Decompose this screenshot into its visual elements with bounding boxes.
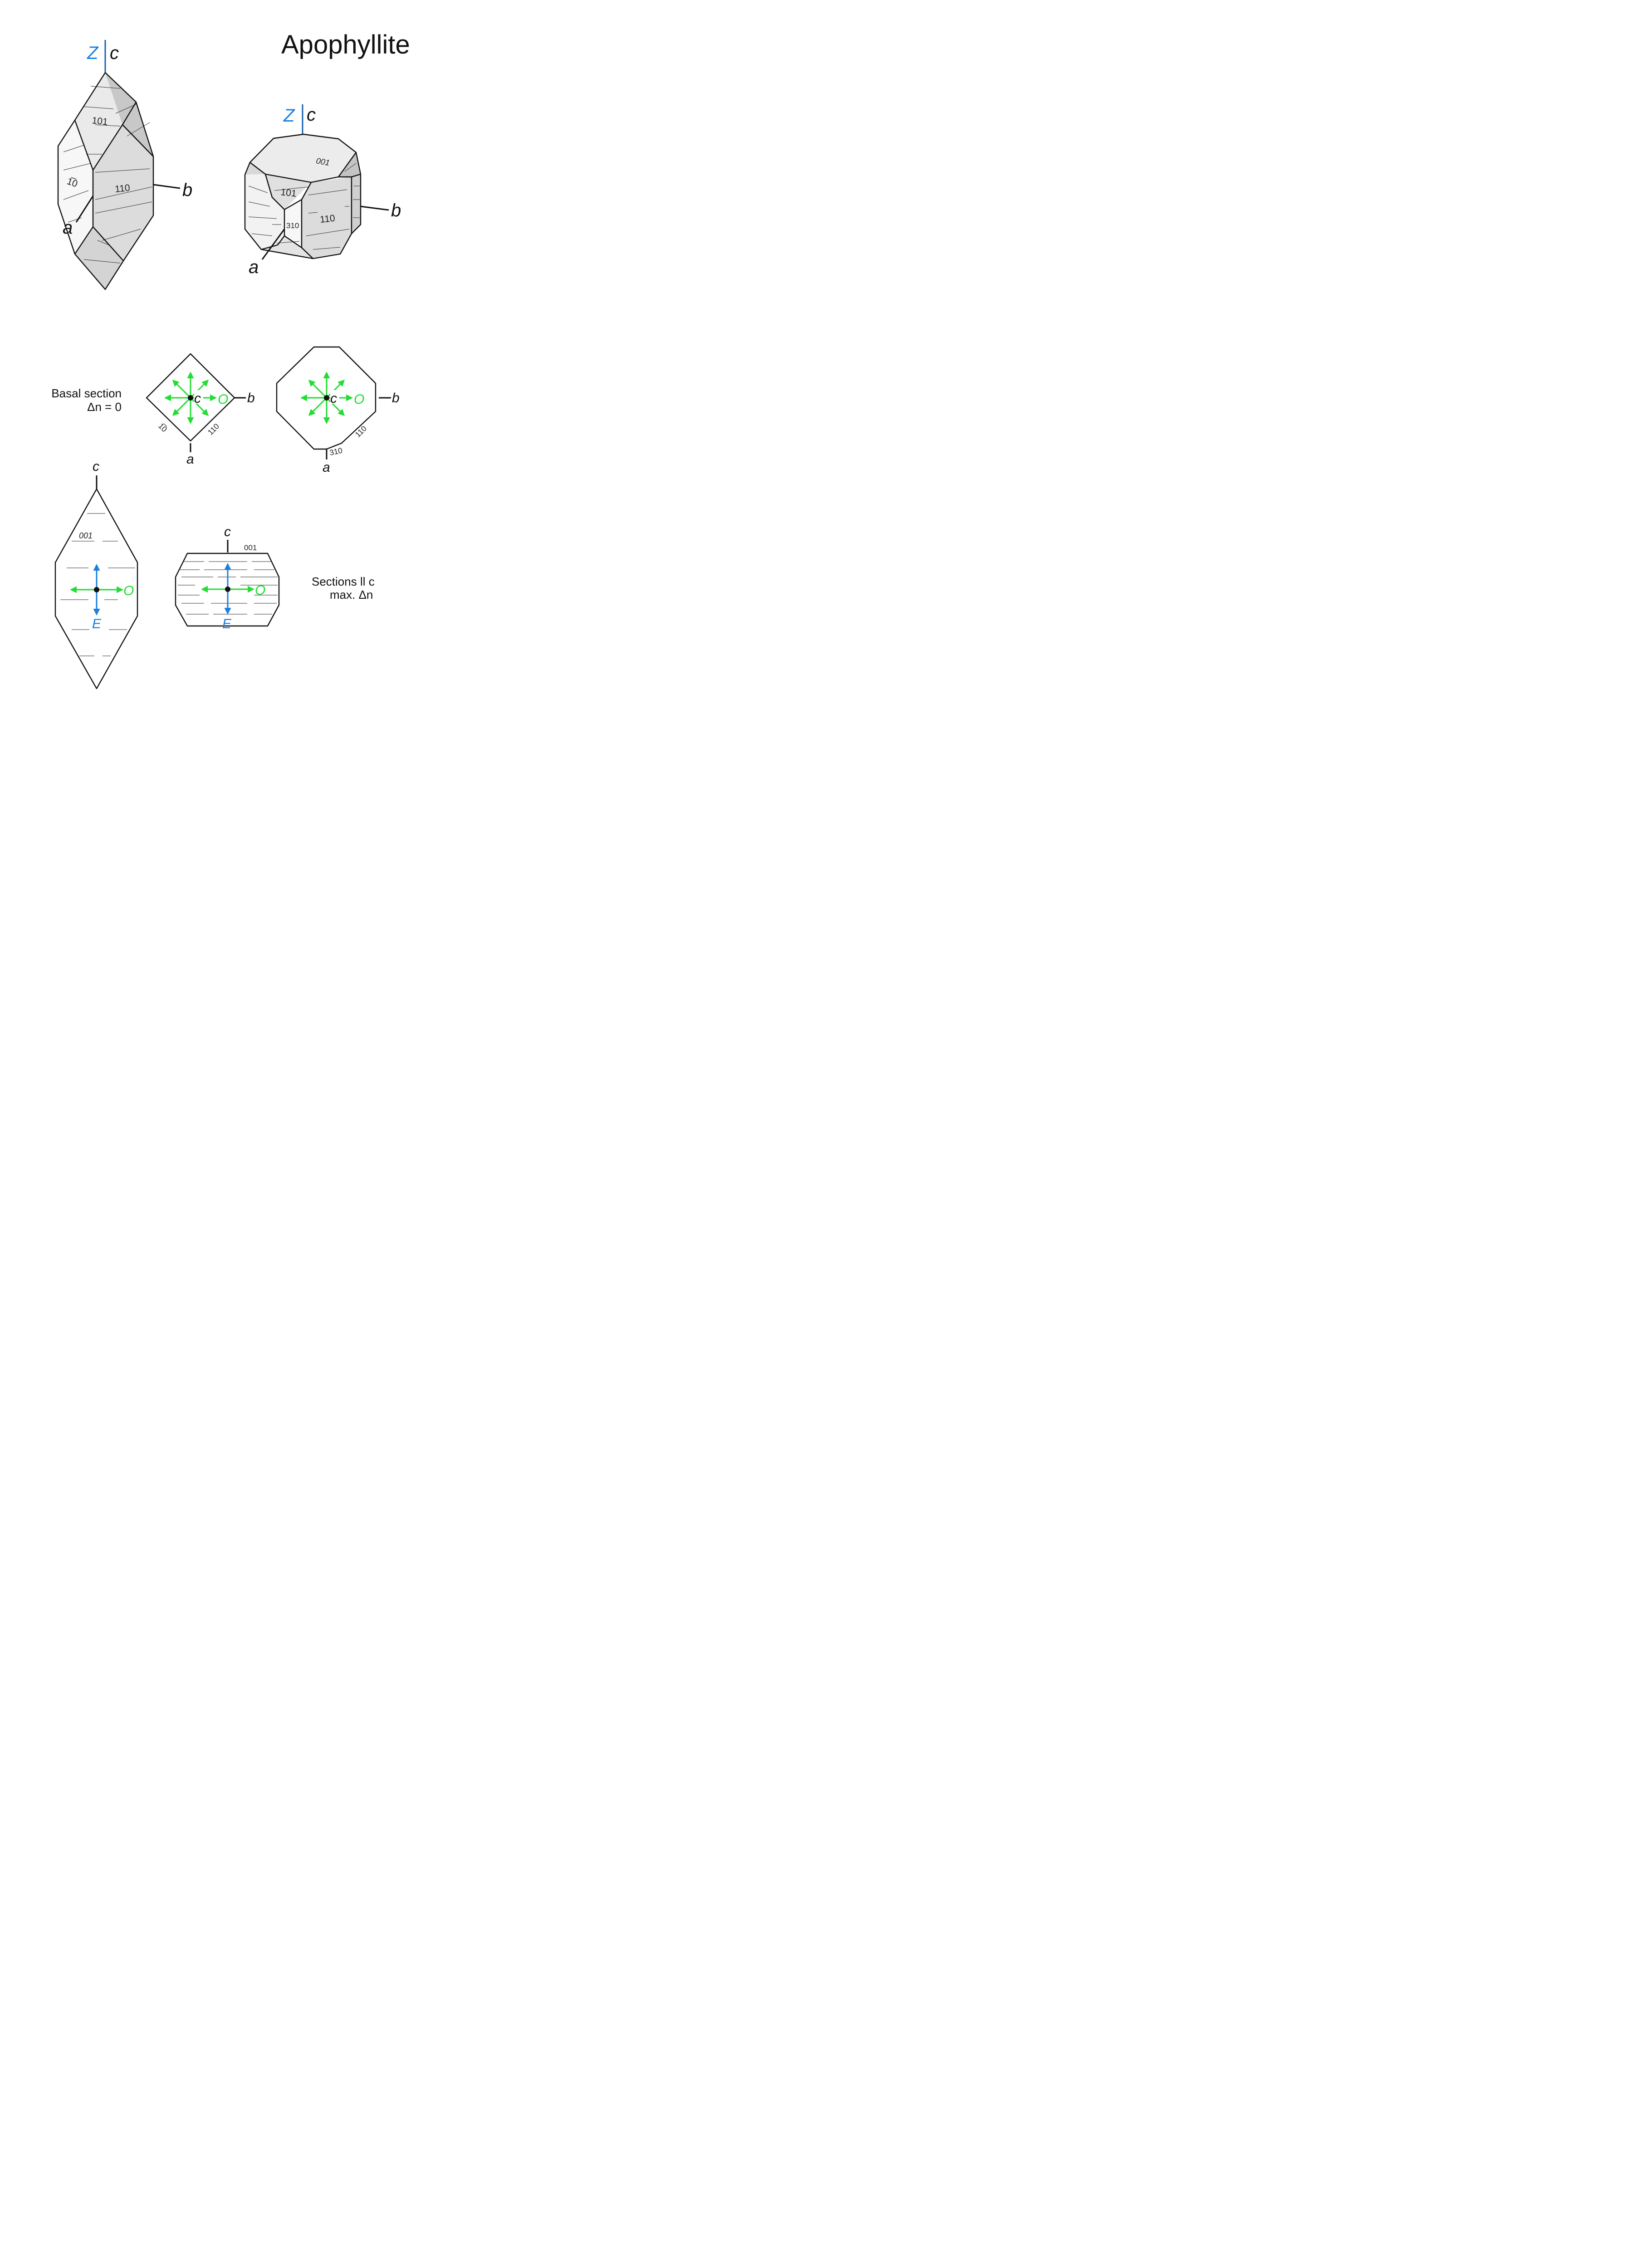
center-point [225, 587, 230, 592]
face-1m10 [58, 120, 93, 254]
basal-caption-line1: Basal section [51, 386, 122, 400]
sections-caption-line2: max. Δn [330, 588, 373, 601]
ordinary-ray-label: O [123, 583, 134, 598]
face-pyramid-left [245, 162, 265, 175]
crystal-elongated: Z c [57, 40, 192, 290]
face-pyramid-right [338, 152, 361, 177]
face-bottom-front [261, 236, 313, 259]
section-parallel-c-elongated: c 001 O E [54, 459, 138, 689]
sections-caption-line1: Sections ll c [312, 575, 375, 588]
c-axis-label: c [110, 43, 119, 63]
basal-section-octagon: b a 310 110 c O [276, 346, 400, 475]
face-310 [284, 200, 302, 248]
b-axis-line [153, 184, 181, 189]
a-axis-label: a [186, 452, 194, 467]
face-label-110: 110 [353, 424, 368, 439]
face-label-101: 101 [280, 187, 297, 199]
figure-title: Apophyllite [281, 30, 410, 59]
basal-section-caption: Basal section Δn = 0 [51, 386, 122, 414]
face-pyramid-right [105, 73, 153, 156]
face-prism-left [245, 174, 284, 249]
face-110 [302, 177, 352, 259]
z-axis-label: Z [283, 106, 295, 126]
z-axis-label: Z [87, 43, 99, 63]
face-label-001: 001 [79, 531, 93, 540]
face-label-110: 110 [114, 183, 131, 195]
b-axis-label: b [247, 391, 255, 406]
ordinary-ray-label: O [218, 392, 228, 407]
face-label-001: 001 [244, 543, 257, 552]
face-110 [93, 125, 153, 261]
extraordinary-ray-label: E [92, 616, 102, 631]
face-bottom-front [75, 227, 123, 289]
apophyllite-figure: Apophyllite Z c [51, 30, 410, 689]
ordinary-ray-label: O [354, 392, 364, 407]
b-axis-label: b [392, 391, 400, 406]
a-axis-label: a [63, 218, 73, 238]
basal-caption-line2: Δn = 0 [87, 400, 122, 414]
section-parallel-c-squat: c 001 O E [175, 524, 280, 631]
extraordinary-ray-label: E [222, 616, 232, 631]
ordinary-ray-label: O [255, 583, 265, 598]
face-label-110: 110 [319, 213, 336, 225]
section-outline [175, 552, 280, 627]
section-outline [146, 353, 235, 442]
b-axis-label: b [182, 180, 192, 200]
a-axis-line [261, 229, 285, 260]
optic-axis-point [188, 395, 193, 401]
c-axis-label: c [307, 105, 316, 125]
face-label-1m10: 1̅0 [156, 421, 169, 434]
section-outline [276, 346, 376, 450]
a-axis-line [75, 196, 94, 223]
ordinary-ray-arrows [300, 371, 353, 424]
c-axis-label: c [194, 391, 201, 406]
face-101 [265, 174, 311, 210]
c-axis-label: c [224, 524, 231, 539]
face-prism-right [352, 174, 361, 234]
striations [248, 163, 360, 250]
face-001 [250, 134, 356, 182]
crystal-squat: Z c [244, 104, 401, 277]
face-label-101: 101 [91, 115, 108, 127]
c-axis-label: c [330, 391, 337, 406]
a-axis-label: a [249, 257, 259, 277]
basal-section-square: b a 1̅0 110 c O [146, 353, 255, 467]
b-axis-line [360, 205, 389, 211]
section-outline [54, 488, 138, 689]
center-point [94, 587, 99, 592]
ordinary-ray-arrows [164, 371, 217, 424]
sections-parallel-c-caption: Sections ll c max. Δn [312, 575, 375, 601]
face-label-310: 310 [286, 221, 299, 230]
c-axis-label: c [93, 459, 99, 474]
b-axis-label: b [391, 200, 401, 220]
optic-axis-point [324, 395, 329, 401]
a-axis-label: a [323, 460, 330, 475]
